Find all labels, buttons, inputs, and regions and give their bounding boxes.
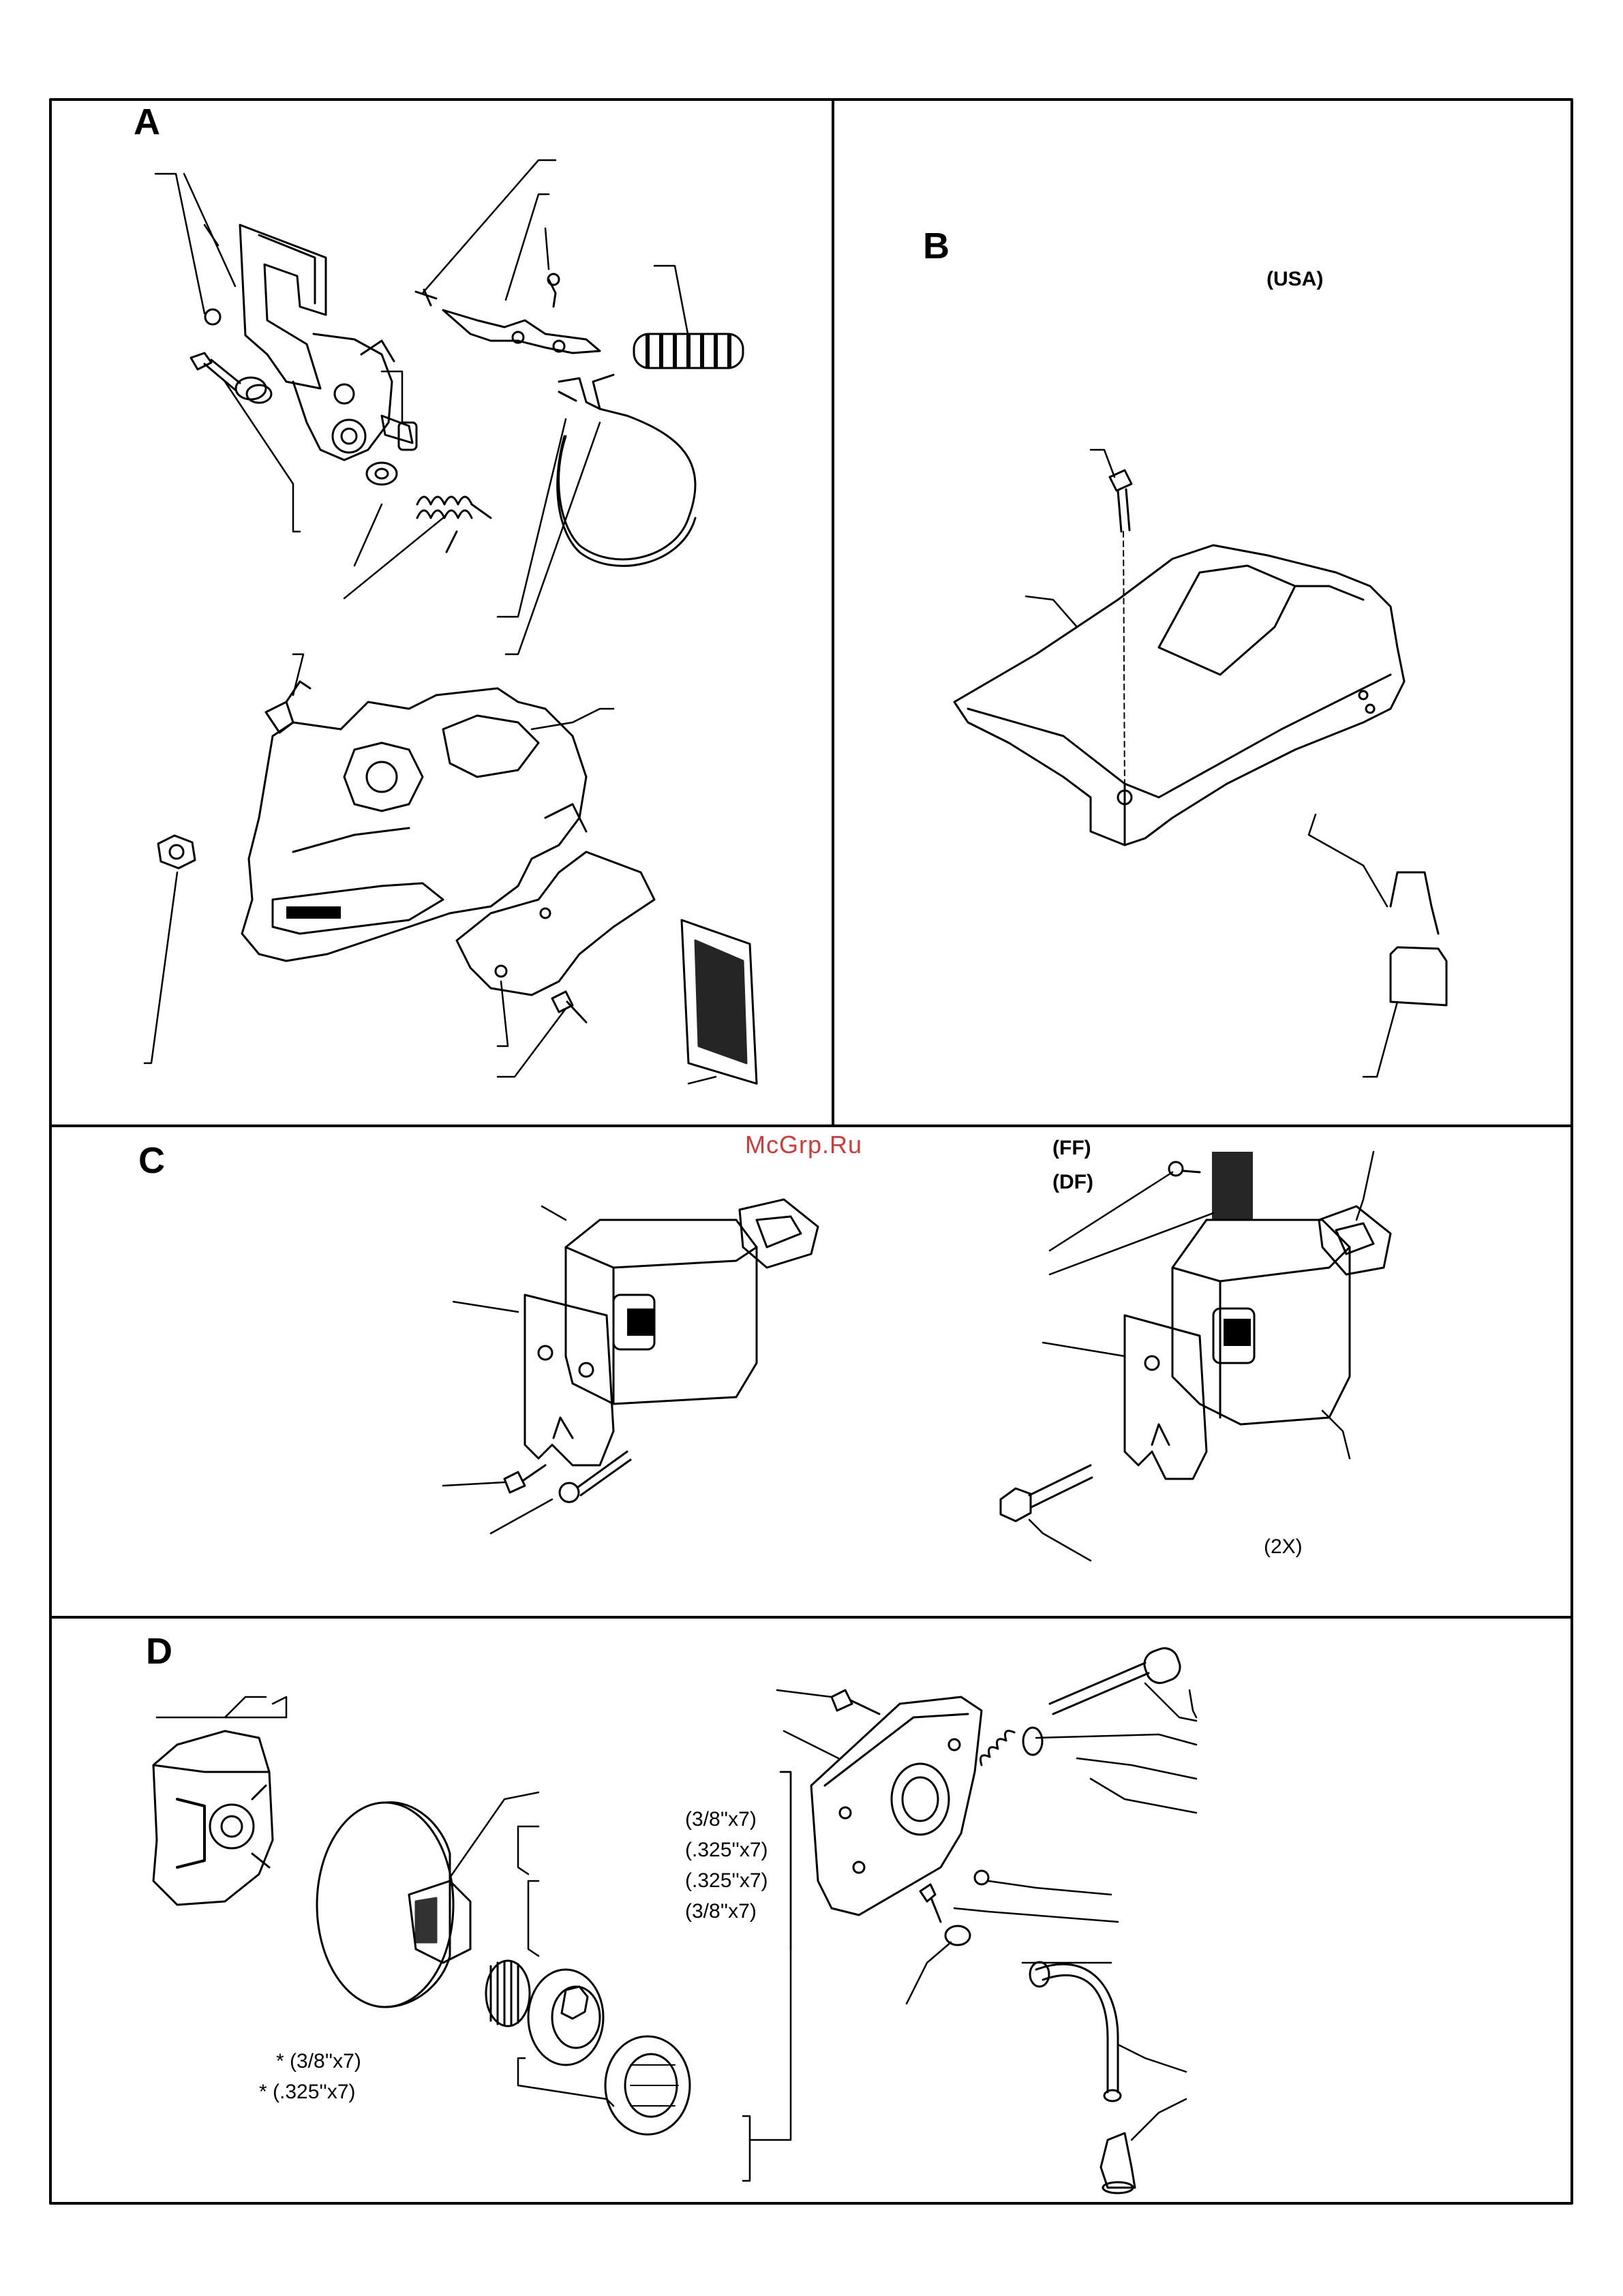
leader-lines-d-right [777,1683,1196,2140]
pivot-bolt-part [382,416,416,450]
top-cover-part [954,545,1404,845]
chain-brake-handle [240,225,394,460]
leader-lines-b [1026,450,1397,1077]
drum-option-2: * (.325''x7) [259,2082,356,2102]
variant-df-label: (DF) [1052,1172,1093,1193]
washer-part [367,463,397,485]
section-label-b: B [923,228,950,264]
clutch-part [153,1731,273,1905]
oil-filter-part [1101,2133,1135,2193]
clutch-drum-part [317,1803,470,2007]
chain-option-3: (.325''x7) [685,1871,768,1891]
right-mounting-bolt-part [1001,1465,1092,1521]
muffler-gasket-right-part [1319,1206,1391,1274]
oil-hose-part [1030,1962,1121,2101]
circlip-part [205,309,220,324]
roll-pin-part [559,392,576,401]
section-label-c: C [138,1142,165,1179]
bar-nut-part [158,836,195,868]
pump-spring-part [981,1731,1015,1765]
section-c-parts [443,1152,1391,1561]
muffler-screw-short-part [504,1465,545,1493]
quantity-note: (2X) [1264,1537,1303,1557]
cover-screw-part [1110,470,1132,797]
spark-screen-part [1212,1152,1253,1220]
small-screw-right-part [1169,1162,1200,1176]
brake-lever-part [416,274,600,353]
watermark: McGrp.Ru [745,1133,862,1157]
muffler-right-part [1172,1220,1350,1424]
clutch-bracket-line [157,1697,286,1717]
drum-option-1: * (3/8''x7) [276,2051,361,2072]
filter-clip-part [1391,872,1438,934]
guide-plate-part [457,852,654,995]
pump-shaft-part [1050,1644,1184,1714]
plate-screw-part [552,992,586,1022]
section-d-parts [153,1644,1196,2193]
spur-sprocket-part [605,2036,690,2134]
screw-part [191,353,240,390]
variant-ff-label: (FF) [1052,1138,1091,1159]
section-label-d: D [146,1633,172,1670]
filter-pad-part [1391,947,1446,1005]
chain-option-4: (3/8''x7) [685,1901,757,1922]
filter-plate-part [682,920,757,1084]
oil-pump-part [811,1697,982,1915]
pump-screw-top-part [832,1690,879,1714]
pump-adjust-screw-part [920,1871,988,1922]
chain-option-1: (3/8''x7) [685,1809,757,1830]
rim-sprocket-part [528,1970,603,2065]
section-a-parts [145,160,757,1084]
needle-bearing-part [486,1961,530,2026]
section-label-a: A [134,104,160,140]
chain-option-2: (.325''x7) [685,1840,768,1861]
pump-plug-part [945,1926,970,1945]
leader-lines-c-left [443,1206,566,1533]
spring-cylinder-part [634,334,743,368]
muffler-bolt-long-part [560,1452,631,1502]
brake-band-part [558,375,695,566]
leader-lines-d-left [450,1772,791,2181]
bushing-part [236,378,271,403]
usa-note: (USA) [1266,269,1323,290]
brake-spring-part [417,497,491,552]
muffler-gasket-left-part [740,1199,818,1268]
pump-washer-part [1023,1728,1042,1755]
section-b-parts [954,450,1446,1077]
leader-lines-a [145,160,716,1084]
heat-shield-left-part [525,1295,613,1465]
